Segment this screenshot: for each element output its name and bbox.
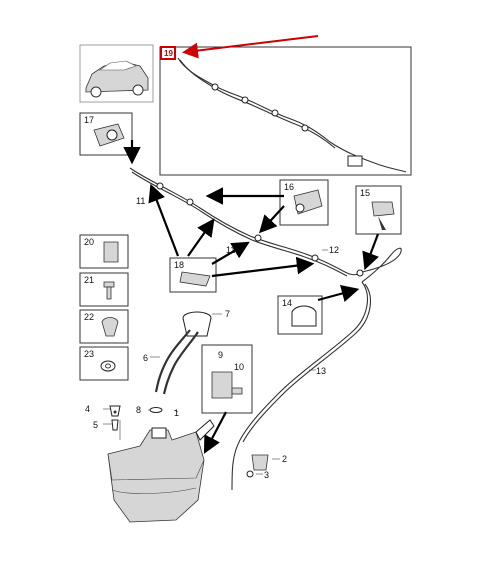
callout-4: 4 <box>85 404 90 414</box>
detail-box-22[interactable]: 22 <box>79 309 129 344</box>
svg-text:23: 23 <box>84 349 94 359</box>
callout-8: 8 <box>136 405 141 415</box>
callout-11-a: 11 <box>136 196 145 206</box>
svg-text:16: 16 <box>284 182 294 192</box>
svg-text:17: 17 <box>84 115 94 125</box>
detail-box-14[interactable]: 14 <box>277 295 323 335</box>
detail-box-23[interactable]: 23 <box>79 346 129 381</box>
detail-box-pump[interactable] <box>201 344 253 414</box>
svg-text:15: 15 <box>360 188 370 198</box>
detail-box-21[interactable]: 21 <box>79 272 129 307</box>
callout-19-badge[interactable]: 19 <box>160 35 319 60</box>
svg-text:20: 20 <box>84 237 94 247</box>
svg-text:14: 14 <box>282 298 292 308</box>
callout-1: 1 <box>174 408 179 418</box>
filler-neck-7 <box>154 311 212 395</box>
detail-box-18[interactable]: 18 <box>169 257 217 293</box>
hose-harness-box <box>159 46 412 176</box>
pointer-arrows <box>123 140 380 454</box>
detail-box-20[interactable]: 20 <box>79 234 129 269</box>
callout-7: 7 <box>225 309 230 319</box>
detail-box-15[interactable]: 15 <box>355 185 402 235</box>
callout-11-b: 11 <box>226 245 235 255</box>
svg-text:22: 22 <box>84 312 94 322</box>
callout-9: 9 <box>218 350 223 360</box>
callout-5: 5 <box>93 420 98 430</box>
svg-text:21: 21 <box>84 275 94 285</box>
callout-numbers: 1 2 3 4 5 6 7 8 9 10 11 11 12 13 <box>85 196 339 480</box>
car-thumbnail <box>79 44 154 103</box>
callout-19-label: 19 <box>164 49 173 58</box>
small-parts <box>109 405 269 478</box>
callout-10: 10 <box>234 362 244 372</box>
callout-6: 6 <box>143 353 148 363</box>
detail-box-17[interactable]: 17 <box>79 112 133 156</box>
callout-13: 13 <box>316 366 326 376</box>
washer-reservoir <box>107 419 215 523</box>
callout-3: 3 <box>264 470 269 480</box>
hose-13 <box>231 281 371 491</box>
callout-12: 12 <box>329 245 339 255</box>
callout-2: 2 <box>282 454 287 464</box>
svg-text:18: 18 <box>174 260 184 270</box>
detail-box-16[interactable]: 16 <box>279 179 329 226</box>
leader-lines <box>103 249 328 475</box>
